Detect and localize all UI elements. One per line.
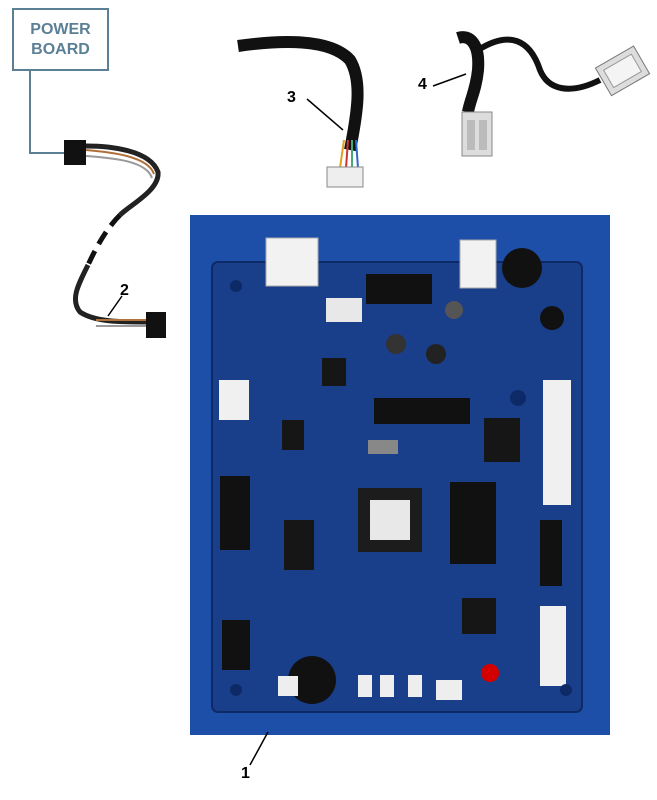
connector-harness-4 [432, 31, 651, 157]
power-board-line1: POWER [30, 20, 91, 38]
callout-1: 1 [241, 765, 250, 782]
callout-leader-1 [249, 731, 269, 766]
callout-4: 4 [418, 76, 427, 93]
callout-3: 3 [287, 89, 296, 106]
power-board-box: POWER BOARD [12, 8, 109, 71]
power-board-leader [29, 70, 65, 154]
control-board-1 [190, 215, 610, 735]
harness-cable-2 [64, 140, 166, 338]
ribbon-cable-3 [237, 36, 364, 188]
power-board-line2: BOARD [31, 40, 90, 58]
callout-2: 2 [120, 282, 129, 299]
